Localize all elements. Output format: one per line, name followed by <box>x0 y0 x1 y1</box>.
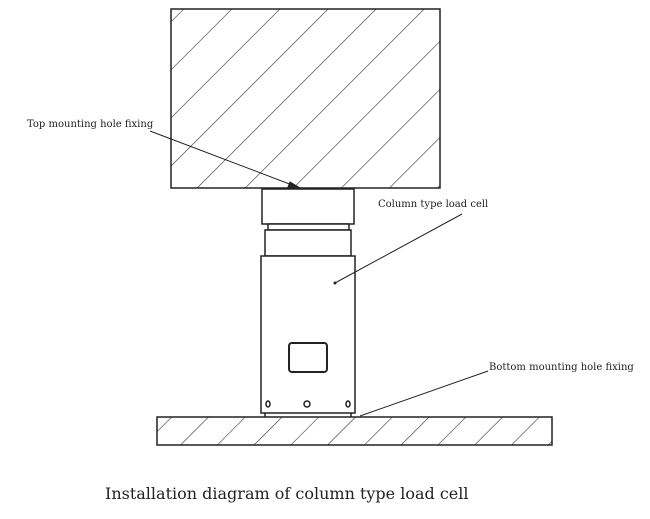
mounting-hole-left <box>265 400 271 408</box>
connector-port <box>303 400 311 408</box>
label-load-cell: Column type load cell <box>378 199 488 210</box>
connector-window <box>288 342 328 373</box>
mounting-hole-right <box>345 400 351 408</box>
caption: Installation diagram of column type load… <box>105 484 469 503</box>
leader-lines <box>149 130 489 417</box>
base-plate <box>156 416 553 446</box>
label-bottom-mounting: Bottom mounting hole fixing <box>489 362 634 373</box>
label-top-mounting: Top mounting hole fixing <box>27 119 154 130</box>
top-mounting-block <box>170 8 441 189</box>
load-cell <box>260 188 356 417</box>
